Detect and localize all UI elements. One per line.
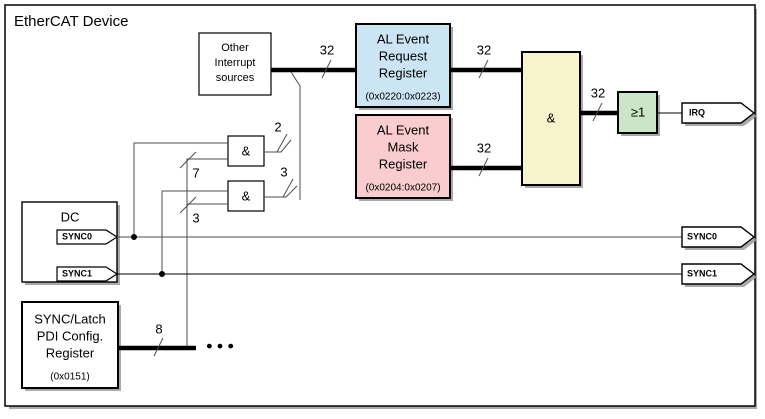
sync-latch-pdi-line-2: PDI Config. (37, 328, 103, 343)
bus-slash-and-out (592, 102, 603, 122)
al-event-request-line-2: Request (379, 48, 428, 63)
sync1-output-arrow (681, 263, 756, 285)
sync-latch-pdi-line-3: Register (46, 345, 95, 360)
bus-width-request-out: 32 (477, 42, 491, 57)
bus-slash-and-gate-1-in (179, 151, 197, 169)
bus-width-and-out: 32 (591, 85, 605, 100)
junction-dot-sync1 (159, 271, 165, 277)
bus-width-and-gate-2-out: 3 (280, 164, 287, 179)
irq-output-label: IRQ (689, 107, 705, 117)
sync0-output-arrow (681, 226, 756, 248)
other-interrupt-line-1: Other (221, 42, 249, 54)
dc-sync0-arrow (56, 229, 119, 245)
irq-output-arrow (681, 102, 756, 124)
and-gate-1-box (227, 135, 265, 167)
bus-width-pdi-config-out: 8 (155, 321, 162, 336)
sync1-output-label: SYNC1 (687, 268, 717, 278)
bus-slash-and-gate-1-out (276, 133, 288, 153)
dc-sync1-label: SYNC1 (62, 268, 92, 278)
junction-dot-sync0 (131, 234, 137, 240)
wire-and-gate-2-out (264, 185, 298, 198)
wire-sync0-to-and-gate-1 (133, 142, 228, 237)
dc-block-label: DC (61, 209, 80, 224)
or-gate-symbol: ≥1 (631, 104, 645, 119)
dc-sync0-label: SYNC0 (62, 231, 92, 241)
or-gate-box (617, 91, 658, 134)
and-combine-symbol: & (547, 110, 556, 125)
wire-gates-merge-to-bus (290, 71, 301, 200)
bus-slash-mask-out (478, 157, 489, 177)
wire-and-gate-1-out (264, 139, 292, 153)
sync0-output-label: SYNC0 (687, 231, 717, 241)
al-event-request-register-box (355, 23, 451, 108)
bus-width-and-gate-2-in: 3 (192, 210, 199, 225)
sync-latch-pdi-line-1: SYNC/Latch (34, 311, 106, 326)
other-interrupt-line-3: sources (216, 72, 255, 84)
other-interrupt-sources-box (198, 32, 272, 96)
al-event-mask-address: (0x0204:0x0207) (365, 183, 440, 194)
and-gate-2-box (227, 180, 265, 212)
wire-pdi-to-and-gate-2 (186, 203, 228, 348)
bus-width-and-gate-1-out: 2 (274, 119, 281, 134)
and-gate-1-symbol: & (242, 143, 251, 158)
bus-ellipsis: • • • (206, 336, 233, 355)
sync-latch-pdi-box (21, 301, 119, 389)
bus-slash-pdi-config (153, 337, 164, 357)
bus-slash-request-out (478, 59, 489, 79)
sync-latch-pdi-address: (0x0151) (50, 372, 89, 383)
al-event-mask-line-3: Register (379, 156, 428, 171)
bus-width-mask-out: 32 (477, 140, 491, 155)
al-event-request-address: (0x0220:0x0223) (365, 92, 440, 103)
and-gate-2-symbol: & (242, 188, 251, 203)
and-combine-box (521, 51, 581, 186)
other-interrupt-line-2: Interrupt (215, 57, 256, 69)
bus-slash-and-gate-2-in (179, 196, 197, 214)
wire-sync1-to-and-gate-2 (161, 190, 228, 274)
dc-sync1-arrow (56, 266, 119, 282)
al-event-mask-line-2: Mask (387, 139, 419, 154)
bus-slash-other-interrupt (321, 59, 332, 79)
al-event-request-line-3: Register (379, 65, 428, 80)
al-event-request-line-1: AL Event (377, 31, 430, 46)
bus-width-other-interrupt: 32 (320, 42, 334, 57)
bus-width-and-gate-1-in: 7 (192, 165, 199, 180)
al-event-mask-line-1: AL Event (377, 122, 430, 137)
al-event-mask-register-box (355, 114, 451, 199)
diagram-title: EtherCAT Device (14, 13, 129, 30)
bus-slash-and-gate-2-out (282, 178, 294, 198)
